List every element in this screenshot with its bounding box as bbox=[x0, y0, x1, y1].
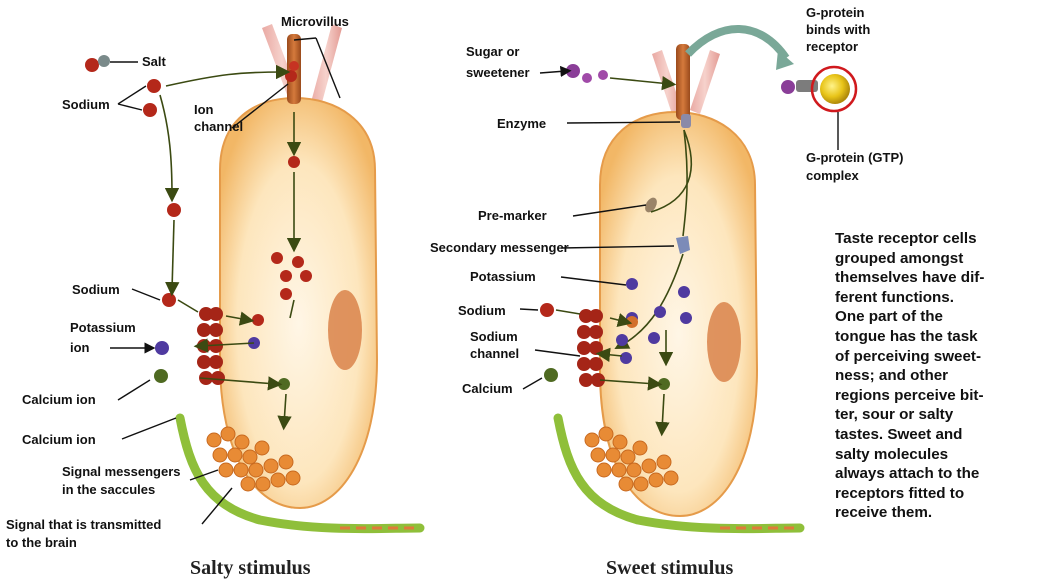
label-calcium-ion-2: Calcium ion bbox=[22, 432, 96, 447]
desc-line-13: always attach to the bbox=[835, 465, 979, 482]
desc-line-5: One part of the bbox=[835, 308, 943, 325]
desc-line-11: tastes. Sweet and bbox=[835, 426, 962, 443]
desc-line-3: themselves have dif- bbox=[835, 269, 984, 286]
desc-line-7: of perceiving sweet- bbox=[835, 348, 981, 365]
label-signal-brain-2: to the brain bbox=[6, 535, 77, 550]
desc-line-12: salty molecules bbox=[835, 446, 948, 463]
label-calcium-ion-1: Calcium ion bbox=[22, 392, 96, 407]
description-text: Taste receptor cells grouped amongst the… bbox=[835, 229, 1035, 523]
desc-line-4: ferent functions. bbox=[835, 289, 954, 306]
label-sodium-right: Sodium bbox=[458, 303, 506, 318]
sweet-membrane-channels bbox=[577, 309, 605, 387]
desc-line-10: ter, sour or salty bbox=[835, 406, 953, 423]
microvillus-stalk-right bbox=[676, 44, 690, 120]
label-signal-brain-1: Signal that is transmitted bbox=[6, 517, 161, 532]
label-gprotein-complex-2: complex bbox=[806, 168, 860, 183]
desc-line-15: receive them. bbox=[835, 504, 932, 521]
label-sugar-2: sweetener bbox=[466, 65, 530, 80]
sweet-nucleus bbox=[707, 302, 741, 382]
label-sodium-channel-1: Sodium bbox=[470, 329, 518, 344]
label-gprotein-binds-2: binds with bbox=[806, 22, 870, 37]
label-potassium-ion-1: Potassium bbox=[70, 320, 136, 335]
label-signal-messengers-1: Signal messengers bbox=[62, 464, 181, 479]
salty-inner-calcium bbox=[278, 378, 290, 390]
label-salt: Salt bbox=[142, 54, 167, 69]
enzyme-marker bbox=[681, 114, 691, 128]
desc-line-9: regions perceive bit- bbox=[835, 387, 984, 404]
label-potassium-ion-2: ion bbox=[70, 340, 90, 355]
label-sugar-1: Sugar or bbox=[466, 44, 519, 59]
microvillus-right-b bbox=[690, 50, 720, 114]
desc-line-6: tongue has the task bbox=[835, 328, 978, 345]
salty-cell-group bbox=[180, 24, 420, 529]
label-gprotein-binds-1: G-protein bbox=[806, 5, 865, 20]
sweet-inner-calcium bbox=[658, 378, 670, 390]
label-calcium: Calcium bbox=[462, 381, 513, 396]
microvillus-left-b bbox=[310, 24, 342, 110]
label-pre-marker: Pre-marker bbox=[478, 208, 547, 223]
label-sodium-mid: Sodium bbox=[72, 282, 120, 297]
label-sodium-channel-2: channel bbox=[470, 346, 519, 361]
desc-line-8: ness; and other bbox=[835, 367, 948, 384]
label-gprotein-binds-3: receptor bbox=[806, 39, 858, 54]
sweet-inner-sodium bbox=[626, 316, 638, 328]
label-secondary-messenger: Secondary messenger bbox=[430, 240, 569, 255]
label-potassium: Potassium bbox=[470, 269, 536, 284]
caption-salty: Salty stimulus bbox=[190, 557, 311, 579]
label-signal-messengers-2: in the saccules bbox=[62, 482, 155, 497]
label-sodium-top: Sodium bbox=[62, 97, 110, 112]
label-gprotein-complex-1: G-protein (GTP) bbox=[806, 150, 904, 165]
label-enzyme: Enzyme bbox=[497, 116, 546, 131]
salty-nucleus bbox=[328, 290, 362, 370]
label-ion-channel-2: channel bbox=[194, 119, 243, 134]
desc-line-14: receptors fitted to bbox=[835, 485, 964, 502]
caption-sweet: Sweet stimulus bbox=[606, 557, 733, 579]
label-microvillus: Microvillus bbox=[281, 14, 349, 29]
label-ion-channel-1: Ion bbox=[194, 102, 214, 117]
ion-channel-top-2 bbox=[289, 61, 299, 71]
ion-channel-top bbox=[285, 70, 297, 82]
desc-line-2: grouped amongst bbox=[835, 250, 963, 267]
sweet-cell-group bbox=[558, 44, 800, 529]
desc-line-1: Taste receptor cells bbox=[835, 230, 977, 247]
